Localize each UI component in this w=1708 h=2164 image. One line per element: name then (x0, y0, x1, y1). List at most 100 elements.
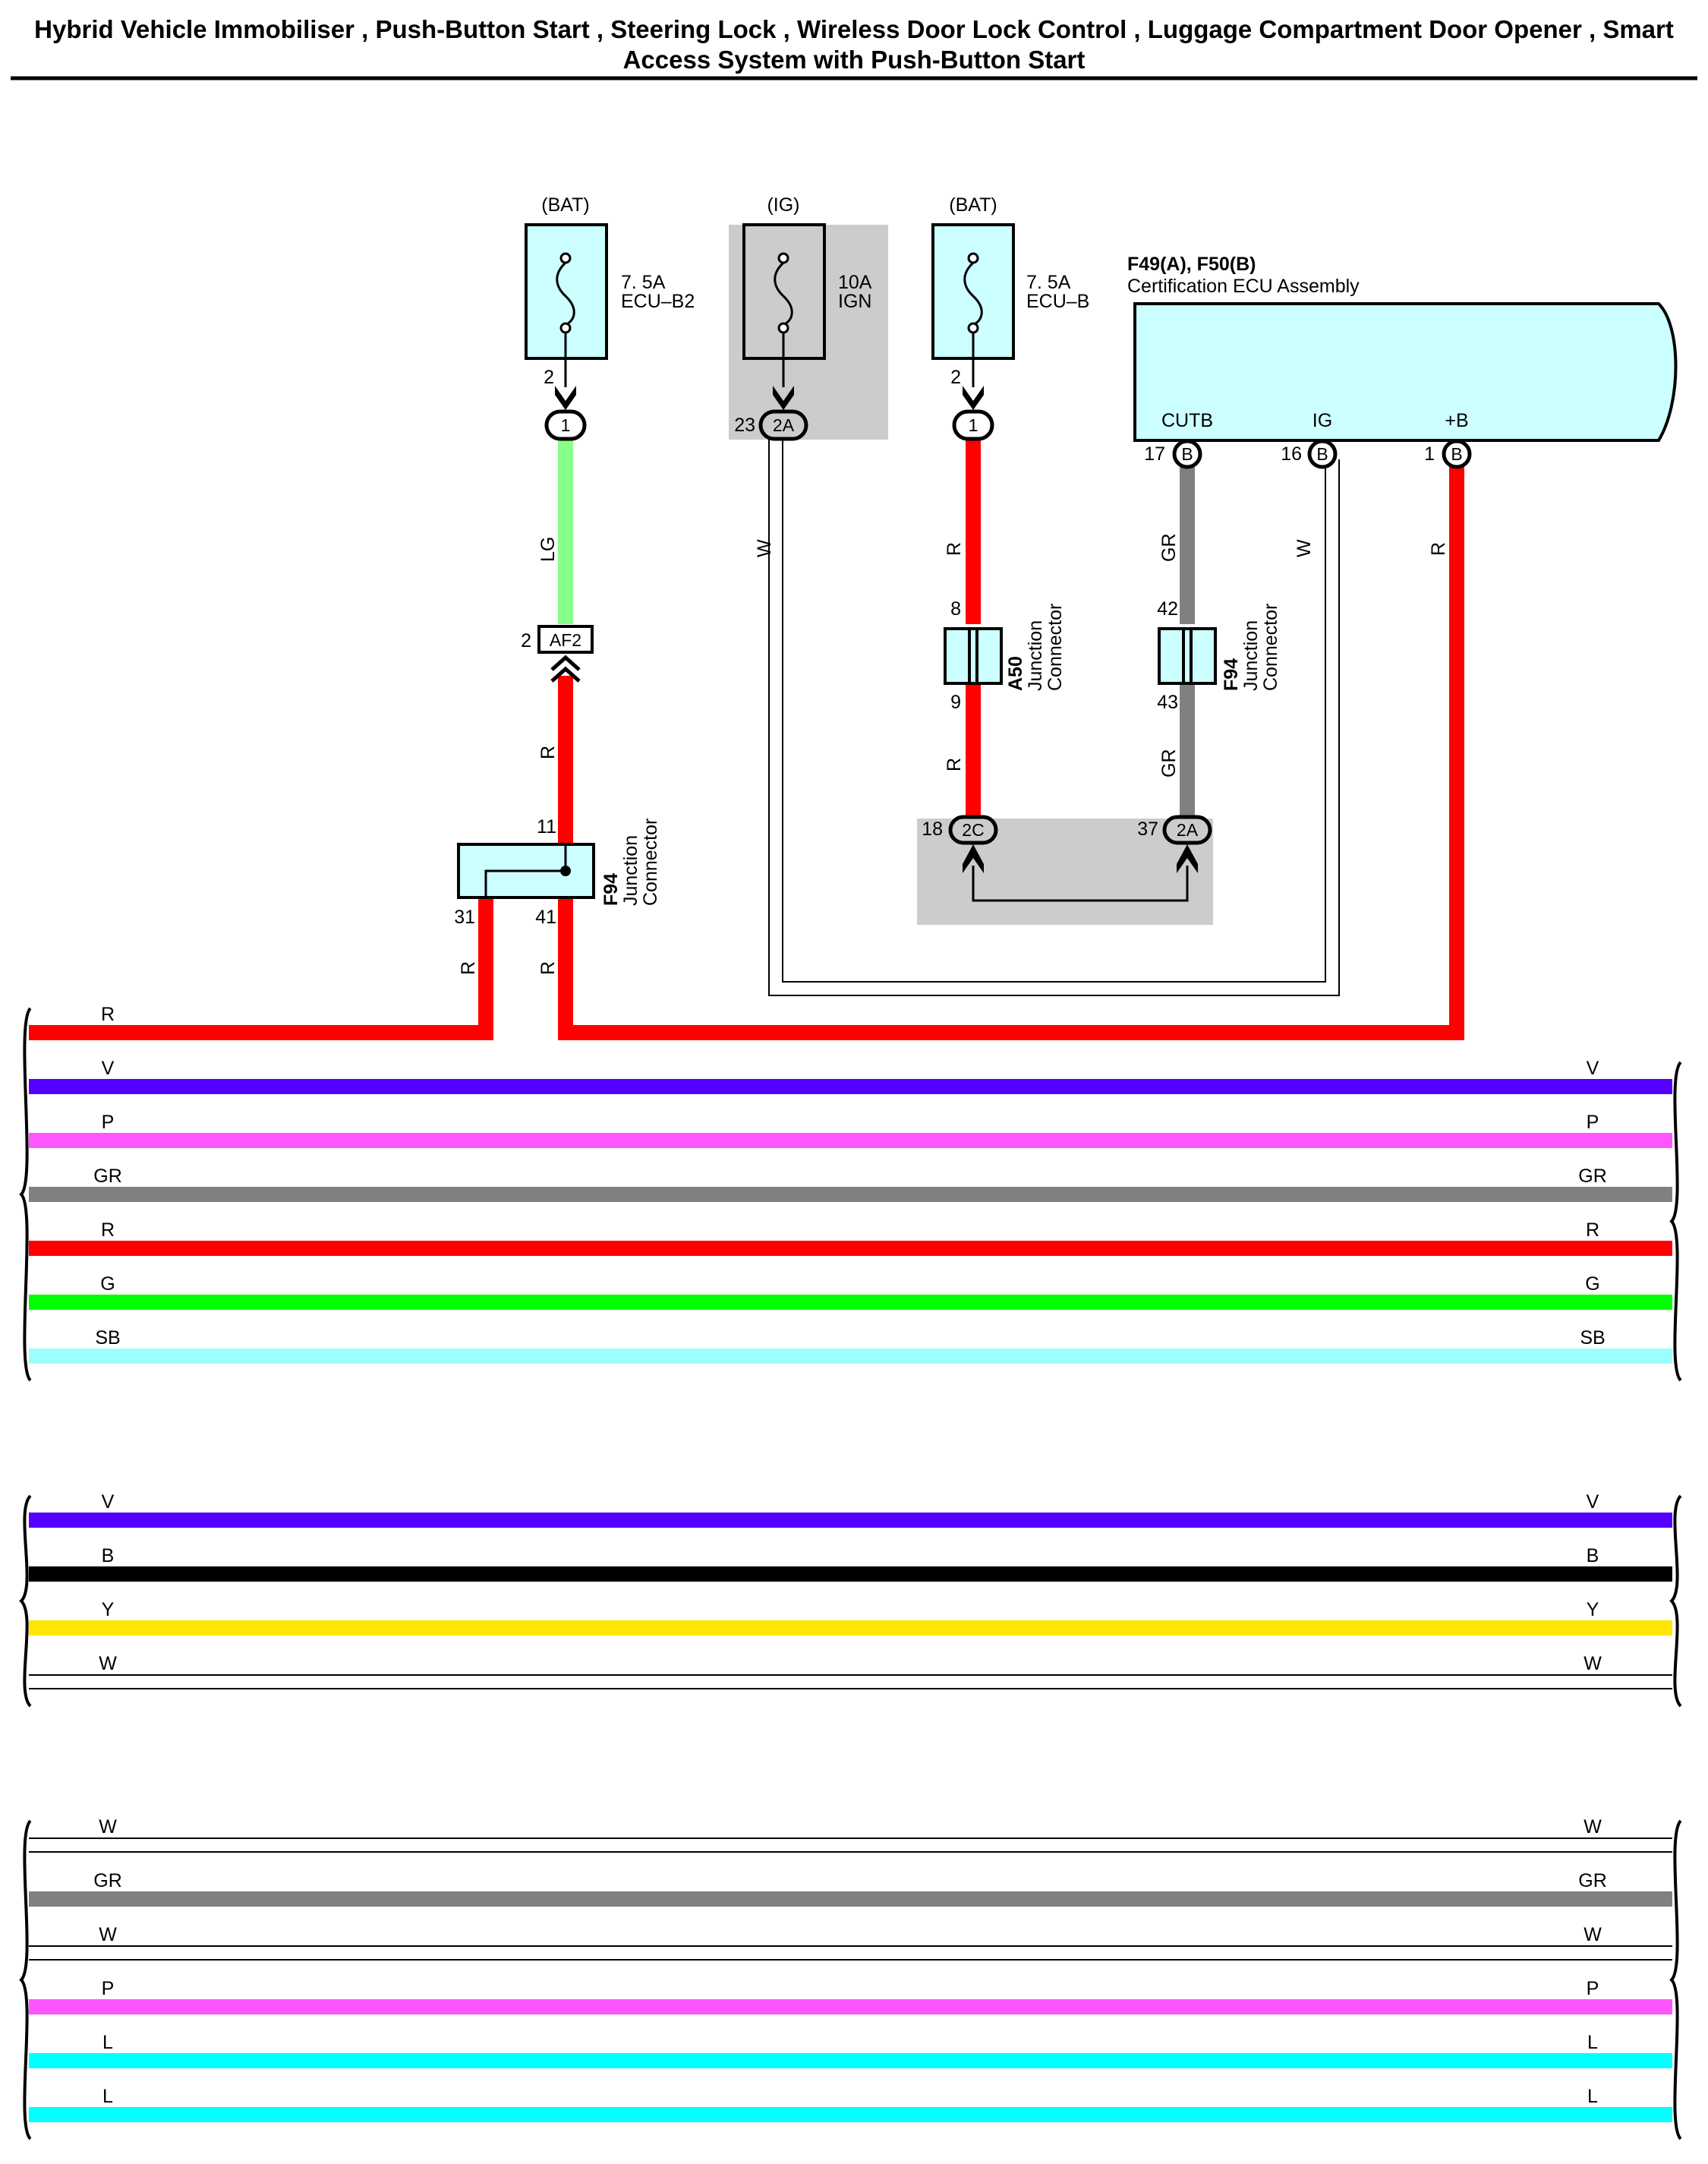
ecu-pin-label-cutb: CUTB (1161, 410, 1213, 431)
af2-label: AF2 (550, 630, 581, 650)
a50-box (944, 627, 1003, 685)
fuse-source-label: (BAT) (541, 194, 589, 216)
fuse-ecu-b2: (BAT) 7. 5A ECU–B2 2 1 (525, 194, 695, 441)
bus-wire-label-left: Y (102, 1599, 115, 1620)
ecu-pin-connector (1172, 439, 1202, 469)
wire-label-w: W (754, 539, 775, 557)
wire-color-labels: LG R R R W R R GR GR W R (458, 534, 1449, 976)
bus-wire-label-left: B (102, 1545, 115, 1566)
diagram-title-line2: Access System with Push-Button Start (623, 46, 1086, 74)
bus-wire-label-right: B (1587, 1545, 1599, 1566)
ecu-pin-number: 1 (1424, 443, 1435, 465)
f94r-ref: F94 (1221, 658, 1242, 691)
bus-wire-label-right: V (1587, 1491, 1599, 1513)
f94r-line1: Junction (1240, 620, 1262, 691)
fuse-ecu-b: (BAT) 7. 5A ECU–B 2 1 (931, 194, 1089, 441)
fuse-name: ECU–B2 (621, 291, 695, 312)
fuse-pin: 23 (734, 415, 755, 436)
a50-line1: Junction (1025, 620, 1046, 691)
junction-a50: 8 9 A50 Junction Connector (944, 598, 1066, 713)
bus-wire-label-left: W (99, 1924, 117, 1945)
wire-r-f94-31 (29, 894, 493, 1040)
fuse-icon (556, 261, 575, 326)
bus-wire-label-left: V (102, 1491, 115, 1513)
bus-wire-label-left: V (102, 1058, 115, 1079)
wire-label-gr: GR (1158, 749, 1180, 778)
connector-oval (758, 409, 808, 441)
wire-link-2c-2a (972, 866, 1189, 902)
fuse-rating: 7. 5A (621, 272, 666, 293)
bus-break-right (1669, 1494, 1682, 1708)
f94l-line2: Connector (640, 819, 661, 906)
f94l-box (457, 843, 595, 899)
ecu-pin-label-ig: IG (1313, 410, 1332, 431)
bus-wire-label-right: P (1587, 1112, 1599, 1133)
bus-wire-label-left: P (102, 1978, 115, 1999)
bus-wire-label-right: SB (1580, 1327, 1605, 1349)
f94l-pin-31: 31 (454, 907, 475, 928)
f94l-line1: Junction (620, 835, 641, 906)
certification-ecu: F49(A), F50(B) Certification ECU Assembl… (1127, 254, 1678, 469)
ecu-pin-label-b: +B (1445, 410, 1468, 431)
fuse-rating: 10A (838, 272, 872, 293)
bus-wire-label-right: GR (1578, 1166, 1607, 1187)
c2c-pin: 18 (922, 819, 943, 840)
ecu-name: Certification ECU Assembly (1127, 276, 1360, 297)
c2a-oval (1162, 815, 1212, 845)
a50-pin-bottom: 9 (950, 692, 961, 713)
wire-label-r: R (537, 961, 559, 975)
chevron-up-icon (550, 655, 581, 683)
f94l-pin-in: 11 (537, 816, 556, 838)
bus-wire-label-left: GR (93, 1870, 122, 1891)
junction-f94-right: 42 43 F94 Junction Connector (1157, 598, 1281, 713)
arrow-down-icon (773, 386, 794, 410)
bus-wire-label-left: GR (93, 1166, 122, 1187)
bus-wire-label-right: R (1586, 1219, 1599, 1241)
c2c-oval (948, 815, 998, 845)
bus-wire-label-right: L (1587, 2086, 1598, 2107)
ecu-pin-number: 17 (1144, 443, 1165, 465)
wire-label-r: R (458, 961, 479, 975)
bus-wire-label-left: W (99, 1653, 117, 1674)
arrow-up-icon (1177, 844, 1198, 873)
bus-wire-label-right: W (1584, 1924, 1602, 1945)
bus-wire-label-right: W (1584, 1816, 1602, 1838)
fuse-source-label: (IG) (767, 194, 799, 216)
bus-wire-label-right: P (1587, 1978, 1599, 1999)
fuse-ign: (IG) 10A IGN 23 2A (734, 194, 872, 441)
f94r-pin-top: 42 (1157, 598, 1178, 620)
bus-wire-label-left: L (102, 2032, 113, 2053)
f94r-box (1158, 627, 1217, 685)
bus-break-right (1669, 1819, 1682, 2140)
ecu-box (1133, 302, 1678, 442)
connector-2c: 18 2C (922, 815, 998, 873)
a50-pin-top: 8 (950, 598, 961, 620)
bus-break-left (19, 1494, 32, 1708)
bus-break-left (19, 1819, 32, 2140)
f94l-pin-41: 41 (535, 907, 556, 928)
bus-wire-label-right: L (1587, 2032, 1598, 2053)
bus-wire-label-left: R (101, 1004, 115, 1025)
fuse-pin: 2 (950, 367, 961, 388)
f94r-pin-bottom: 43 (1157, 692, 1178, 713)
connector-label: 2A (773, 415, 795, 435)
wire-label-r: R (1428, 542, 1449, 556)
arrow-up-icon (963, 844, 984, 873)
fuse-pin: 2 (544, 367, 554, 388)
ecu-pin-connector (1307, 439, 1338, 469)
c2a-label: 2A (1177, 820, 1199, 840)
wire-label-r: R (944, 542, 965, 556)
c2a-pin: 37 (1137, 819, 1158, 840)
bus-break-right (1669, 1061, 1682, 1382)
connector-2a: 37 2A (1137, 815, 1212, 873)
bus-wire-label-right: V (1587, 1058, 1599, 1079)
ecu-ref: F49(A), F50(B) (1127, 254, 1256, 275)
bus-wire-label-right: Y (1587, 1599, 1599, 1620)
junction-f94-left: 11 31 41 F94 Junction Connector (454, 816, 661, 928)
wire-label-gr: GR (1158, 534, 1180, 563)
bus-wire-label-right: G (1585, 1273, 1599, 1295)
fuse-icon (774, 261, 793, 326)
a50-line2: Connector (1045, 604, 1066, 691)
wire-label-lg: LG (537, 537, 559, 562)
